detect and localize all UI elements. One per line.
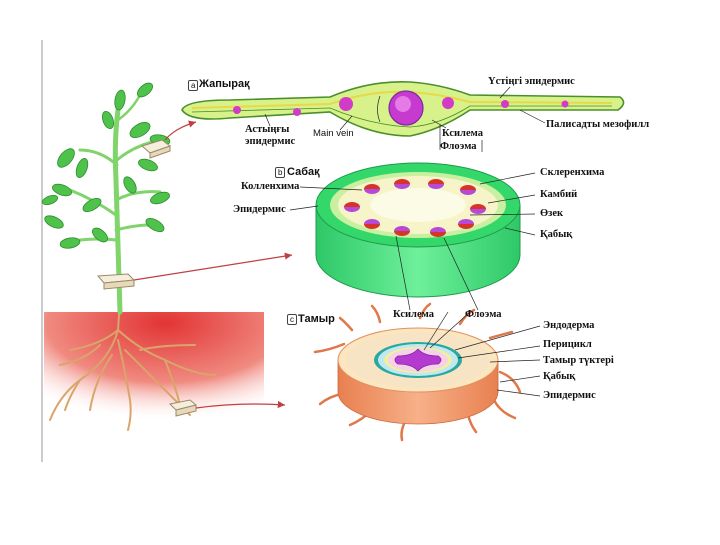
root-label-cortex: Қабық	[543, 371, 576, 382]
leaf-label-phloem: Флоэма	[440, 141, 477, 152]
root-cross-section	[313, 302, 522, 442]
leaf-label-lower-epidermis-line2: эпидермис	[245, 136, 296, 147]
leaf-section-letter: a	[188, 80, 199, 91]
leaf-label-lower-epidermis-line1: Астыңғы	[245, 124, 290, 135]
stem-label-cortex: Қабық	[540, 229, 573, 240]
leaf-label-upper-epidermis: Үстіңгі эпидермис	[488, 76, 575, 87]
stem-section-letter: b	[275, 167, 286, 178]
leaf-label-palisade: Палисадты мезофилл	[546, 119, 650, 130]
root-section-letter: c	[287, 314, 297, 325]
stem-label-cambium: Камбий	[540, 189, 578, 200]
root-leader-lines	[423, 311, 541, 397]
root-label-epidermis: Эпидермис	[543, 390, 596, 401]
root-label-endoderm: Эндодерма	[543, 320, 595, 331]
stem-label-pith: Өзек	[540, 208, 564, 219]
stem-label-sclerenchyma: Склеренхима	[540, 167, 605, 178]
plant-leaves	[41, 82, 171, 249]
leaf-cross-section	[181, 80, 625, 137]
stem-title: Сабақ	[287, 166, 320, 178]
stem-vascular-bundles	[344, 179, 486, 237]
leaf-label-xylem: Ксилема	[442, 128, 483, 139]
pointer-arrows	[133, 120, 293, 409]
stem-leader-lines	[289, 172, 536, 311]
stem-cross-section	[315, 162, 521, 298]
stem-label-xylem: Ксилема	[393, 309, 434, 320]
soil	[44, 312, 264, 422]
plant-roots	[49, 299, 216, 431]
root-label-root-hairs: Тамыр түктері	[543, 355, 614, 366]
sample-boxes	[96, 139, 198, 417]
leaf-title: Жапырақ	[199, 78, 250, 90]
root-title: Тамыр	[298, 313, 335, 325]
stem-label-epidermis: Эпидермис	[233, 204, 286, 215]
stem-label-phloem: Флоэма	[465, 309, 502, 320]
root-label-pericycle: Перицикл	[543, 339, 592, 350]
stem-label-collenchyma: Колленхима	[241, 181, 300, 192]
leaf-leader-lines	[264, 86, 546, 152]
leaf-label-main-vein: Main vein	[313, 128, 354, 139]
